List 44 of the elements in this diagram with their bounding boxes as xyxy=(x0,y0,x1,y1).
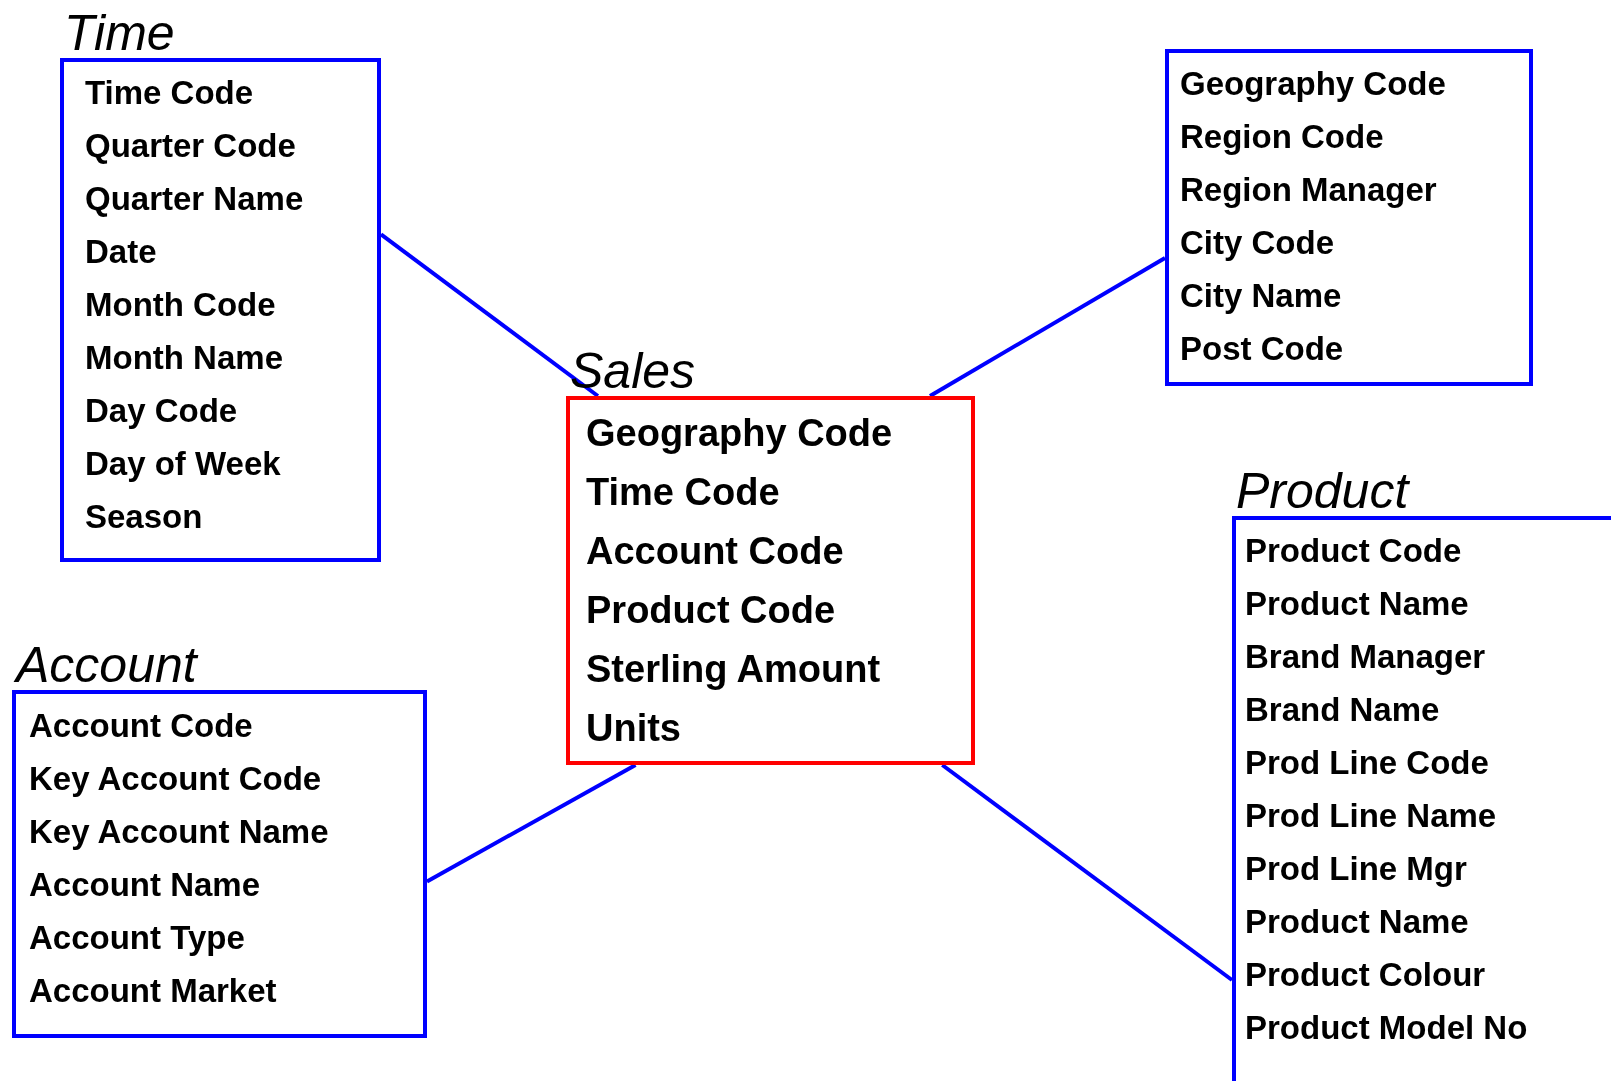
field-name: Account Code xyxy=(586,529,844,574)
field-name: Product Code xyxy=(1245,531,1462,571)
field-name: Product Name xyxy=(1245,902,1469,942)
field-name: Prod Line Name xyxy=(1245,796,1497,836)
field-name: Time Code xyxy=(586,470,780,515)
field-name: Brand Name xyxy=(1245,690,1440,730)
field-name: Product Name xyxy=(1245,584,1469,624)
field-name: Date xyxy=(85,232,157,272)
field-name: Region Manager xyxy=(1180,170,1437,210)
field-name: Geography Code xyxy=(1180,64,1446,104)
field-name: Account Market xyxy=(29,971,277,1011)
field-name: City Name xyxy=(1180,276,1342,316)
connector-line xyxy=(426,763,637,884)
field-name: Day of Week xyxy=(85,444,281,484)
table-title: Sales xyxy=(570,342,696,400)
field-name: Day Code xyxy=(85,391,238,431)
field-name: Key Account Name xyxy=(29,812,329,852)
field-name: Account Name xyxy=(29,865,261,905)
field-name: Product Model No xyxy=(1245,1008,1528,1048)
field-name: Product Colour xyxy=(1245,955,1486,995)
field-name: Month Code xyxy=(85,285,276,325)
field-name: City Code xyxy=(1180,223,1334,263)
field-name: Sterling Amount xyxy=(586,647,881,692)
field-name: Month Name xyxy=(85,338,283,378)
table-title: Product xyxy=(1236,462,1409,520)
field-name: Region Code xyxy=(1180,117,1384,157)
field-name: Account Code xyxy=(29,706,253,746)
field-name: Season xyxy=(85,497,203,537)
field-name: Quarter Code xyxy=(85,126,296,166)
field-name: Key Account Code xyxy=(29,759,322,799)
field-name: Prod Line Code xyxy=(1245,743,1489,783)
field-name: Account Type xyxy=(29,918,245,958)
field-name: Product Code xyxy=(586,588,836,633)
field-name: Quarter Name xyxy=(85,179,304,219)
field-name: Post Code xyxy=(1180,329,1344,369)
connector-line xyxy=(941,763,1234,982)
table-title: Time xyxy=(64,4,175,62)
field-name: Geography Code xyxy=(586,411,893,456)
field-name: Units xyxy=(586,706,681,751)
field-name: Time Code xyxy=(85,73,254,113)
connector-line xyxy=(929,256,1166,398)
table-box xyxy=(1165,49,1533,386)
field-name: Prod Line Mgr xyxy=(1245,849,1467,889)
field-name: Brand Manager xyxy=(1245,637,1486,677)
